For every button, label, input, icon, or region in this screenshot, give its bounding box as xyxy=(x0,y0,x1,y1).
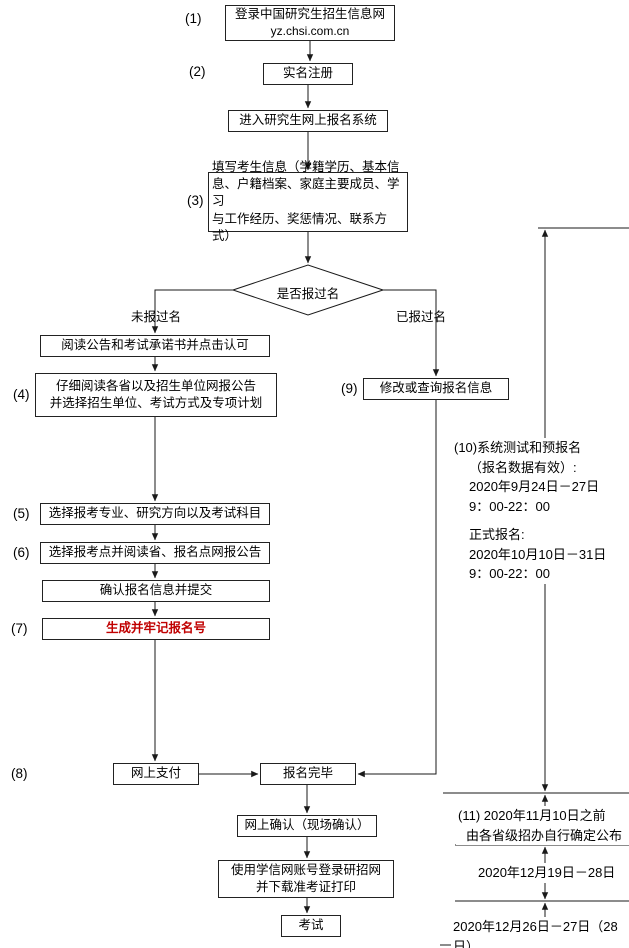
schedule-formal-registration: 2020年10月10日－31日 9：00-22：00 xyxy=(469,546,607,582)
branch-label-yes: 已报过名 xyxy=(396,310,447,324)
annotation-exam-time: 2020年12月26日－27日（28日） xyxy=(451,917,629,948)
annotation-print-time: 2020年12月19日－28日 xyxy=(476,863,618,883)
node-confirm-submit: 确认报名信息并提交 xyxy=(42,580,270,602)
node-register: 实名注册 xyxy=(263,63,353,85)
flow-arrows xyxy=(151,41,440,914)
node-modify-query: 修改或查询报名信息 xyxy=(363,378,509,400)
step-number-2: (2) xyxy=(189,64,206,79)
node-read-notice-label: 阅读公告和考试承诺书并点击认可 xyxy=(61,338,249,353)
node-exam: 考试 xyxy=(281,915,341,937)
node-choose-major-label: 选择报考专业、研究方向以及考试科目 xyxy=(48,506,262,521)
node-read-bulletin: 仔细阅读各省以及招生单位网报公告 并选择招生单位、考试方式及专项计划 xyxy=(35,373,277,417)
decision-diamond-shape xyxy=(231,264,385,316)
node-enter-system: 进入研究生网上报名系统 xyxy=(228,110,388,132)
step-number-9: (9) xyxy=(341,381,358,396)
step-number-1: (1) xyxy=(185,11,202,26)
schedule-title: 系统测试和预报名 xyxy=(477,440,582,455)
confirm-time-line1: 2020年11月10日之前 xyxy=(483,808,606,823)
branch-label-no: 未报过名 xyxy=(131,310,182,324)
node-confirm-site-label: 网上确认（现场确认） xyxy=(244,818,370,833)
node-fill-info: 填写考生信息（学籍学历、基本信 息、户籍档案、家庭主要成员、学习 与工作经历、奖… xyxy=(208,160,408,243)
node-enter-system-label: 进入研究生网上报名系统 xyxy=(239,113,377,128)
node-pay-online: 网上支付 xyxy=(113,763,199,785)
step-number-10: (10) xyxy=(454,440,478,455)
node-finish: 报名完毕 xyxy=(260,763,356,785)
node-read-notice: 阅读公告和考试承诺书并点击认可 xyxy=(40,335,270,357)
node-modify-query-label: 修改或查询报名信息 xyxy=(379,381,493,396)
node-download-ticket: 使用学信网账号登录研招网 并下载准考证打印 xyxy=(218,860,394,898)
step-number-11: (11) xyxy=(458,808,481,823)
decision-label: 是否报过名 xyxy=(276,287,340,301)
step-number-3: (3) xyxy=(187,193,204,208)
step-number-6: (6) xyxy=(13,545,30,560)
step-number-5: (5) xyxy=(13,506,30,521)
schedule-formal-title: 正式报名: xyxy=(469,527,525,542)
node-pay-online-label: 网上支付 xyxy=(130,766,181,781)
node-choose-site: 选择报考点并阅读省、报名点网报公告 xyxy=(40,542,270,564)
node-read-bulletin-label: 仔细阅读各省以及招生单位网报公告 并选择招生单位、考试方式及专项计划 xyxy=(49,378,263,410)
schedule-pre-registration: （报名数据有效）: 2020年9月24日－27日 9：00-22：00 xyxy=(469,459,600,514)
node-finish-label: 报名完毕 xyxy=(282,766,333,781)
node-login-url: yz.chsi.com.cn xyxy=(270,24,350,39)
step-number-4: (4) xyxy=(13,387,30,402)
node-exam-label: 考试 xyxy=(298,918,324,933)
node-choose-site-label: 选择报考点并阅读省、报名点网报公告 xyxy=(48,545,262,560)
node-login: 登录中国研究生招生信息网 yz.chsi.com.cn xyxy=(225,5,395,41)
node-generate-id: 生成并牢记报名号 xyxy=(42,618,270,640)
node-login-title: 登录中国研究生招生信息网 xyxy=(234,7,385,22)
node-download-ticket-label: 使用学信网账号登录研招网 并下载准考证打印 xyxy=(230,862,381,894)
node-generate-id-label: 生成并牢记报名号 xyxy=(105,621,206,636)
annotation-registration-schedule: (10)系统测试和预报名 （报名数据有效）: 2020年9月24日－27日 9：… xyxy=(452,438,629,584)
step-number-8: (8) xyxy=(11,766,28,781)
node-confirm-submit-label: 确认报名信息并提交 xyxy=(99,583,213,598)
node-fill-info-label: 填写考生信息（学籍学历、基本信 息、户籍档案、家庭主要成员、学习 与工作经历、奖… xyxy=(212,159,400,243)
node-choose-major: 选择报考专业、研究方向以及考试科目 xyxy=(40,503,270,525)
confirm-time-line2: 由各省级招办自行确定公布 xyxy=(466,827,623,843)
node-register-label: 实名注册 xyxy=(282,66,333,81)
step-number-7: (7) xyxy=(11,621,28,636)
annotation-confirm-time: (11) 2020年11月10日之前 由各省级招办自行确定公布 xyxy=(456,806,629,845)
node-confirm-site: 网上确认（现场确认） xyxy=(237,815,377,837)
